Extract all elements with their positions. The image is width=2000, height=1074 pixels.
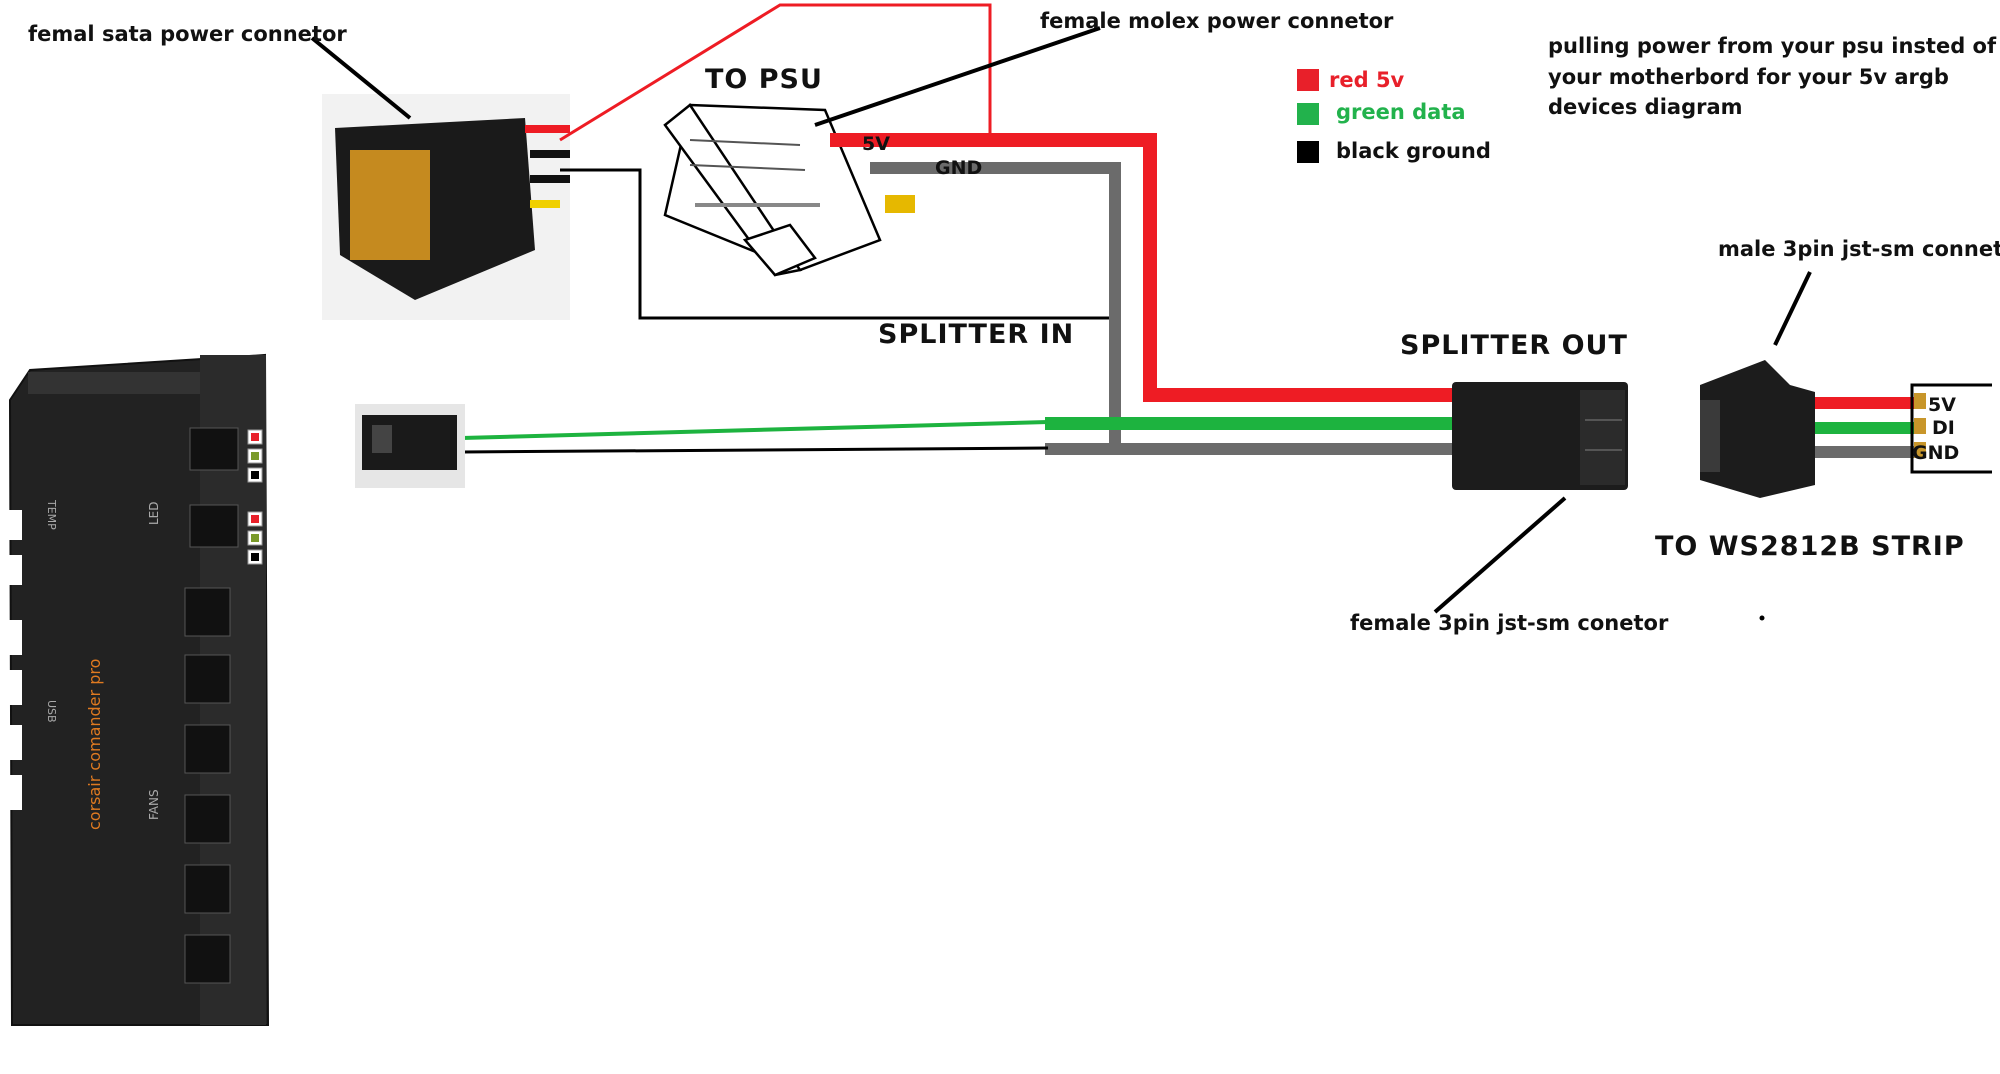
wire-5v-label: 5V (862, 133, 890, 155)
psu-wires (461, 3, 1465, 455)
legend-label-black: black ground (1336, 139, 1491, 163)
input-jst-plug (355, 404, 465, 488)
note-line-3: devices diagram (1548, 95, 1743, 119)
pointer-lines (310, 26, 1812, 614)
legend-label-red: red 5v (1329, 68, 1405, 92)
stray-dot (1759, 615, 1765, 621)
corsair-commander-pro: corsair comander pro LED TEMP USB FANS (8, 353, 270, 1026)
legend: red 5v green data black ground (1297, 68, 1491, 163)
female-jst-connector (1452, 382, 1628, 490)
strip-di-label: DI (1932, 417, 1955, 439)
molex-label: female molex power connetor (1040, 9, 1394, 33)
corsair-led-label: LED (147, 501, 161, 525)
molex-connector (663, 103, 915, 277)
male-jst-label: male 3pin jst-sm connetor (1718, 237, 2000, 261)
female-jst-label: female 3pin jst-sm conetor (1350, 611, 1669, 635)
strip-5v-label: 5V (1928, 394, 1956, 416)
corsair-usb-label: USB (45, 700, 58, 723)
sata-connector (322, 94, 570, 320)
male-jst-connector (1700, 360, 1992, 498)
legend-swatch-black (1297, 141, 1319, 163)
corsair-brand-label: corsair comander pro (85, 659, 104, 830)
corsair-fans-label: FANS (147, 789, 161, 820)
splitter-out-label: SPLITTER OUT (1400, 330, 1628, 361)
legend-swatch-red (1297, 69, 1319, 91)
diagram-note: pulling power from your psu insted of yo… (1548, 34, 1997, 119)
to-psu-label: TO PSU (705, 64, 823, 95)
to-strip-label: TO WS2812B STRIP (1655, 531, 1965, 562)
legend-swatch-green (1297, 103, 1319, 125)
corsair-temp-label: TEMP (45, 499, 58, 530)
sata-label: femal sata power connetor (28, 22, 347, 46)
legend-label-green: green data (1336, 100, 1466, 124)
wire-gnd-label: GND (935, 157, 982, 179)
splitter-in-label: SPLITTER IN (878, 319, 1074, 350)
strip-gnd-label: GND (1912, 442, 1959, 464)
note-line-1: pulling power from your psu insted of (1548, 34, 1997, 58)
note-line-2: your motherbord for your 5v argb (1548, 65, 1949, 89)
